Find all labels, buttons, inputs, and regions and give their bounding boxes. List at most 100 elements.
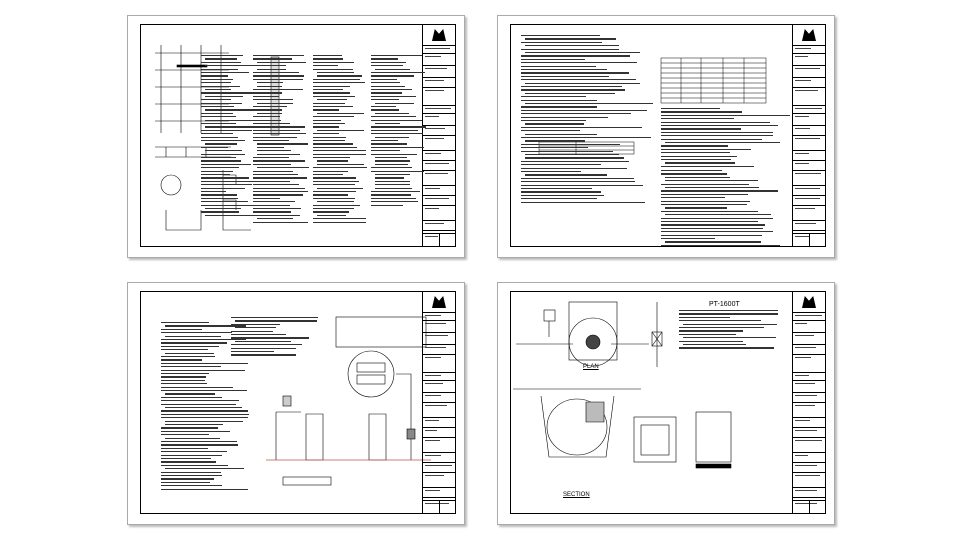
note-text-line xyxy=(661,244,780,247)
note-text-line xyxy=(375,112,409,115)
note-text-line xyxy=(201,129,253,132)
note-text-line xyxy=(161,458,211,460)
note-text-line xyxy=(661,152,731,154)
note-text-line xyxy=(313,170,349,172)
note-text-line xyxy=(313,126,339,128)
note-text-line xyxy=(165,424,223,426)
note-text-line xyxy=(161,359,202,361)
note-text-line xyxy=(313,153,367,155)
note-text-line xyxy=(521,79,637,81)
note-text-line xyxy=(201,99,232,101)
note-text-line xyxy=(313,184,356,186)
note-text-line xyxy=(205,126,258,128)
title-block-text xyxy=(795,198,820,199)
note-text-line xyxy=(313,109,339,111)
title-block-row xyxy=(423,452,455,453)
title-block-row xyxy=(793,392,825,393)
note-text-line xyxy=(201,177,249,179)
note-text-line xyxy=(679,316,731,319)
note-text-line xyxy=(205,119,254,121)
note-text-line xyxy=(371,72,426,74)
title-block-text xyxy=(795,236,809,237)
title-block-row xyxy=(423,344,455,345)
title-block-text xyxy=(795,323,808,324)
title-block-text xyxy=(425,236,439,237)
title-block-text xyxy=(795,395,818,396)
note-text-line xyxy=(257,153,300,155)
note-text-line xyxy=(521,201,646,203)
note-text-line xyxy=(257,150,291,152)
note-text-line xyxy=(375,163,408,166)
note-text-line xyxy=(313,65,339,67)
title-block-text xyxy=(425,56,442,57)
note-text-line xyxy=(371,75,415,77)
drawing-sheet-electrical-notes[interactable] xyxy=(127,282,465,525)
note-text-line xyxy=(201,157,236,159)
drawing-sheet-general-notes[interactable] xyxy=(127,15,465,258)
note-text-line xyxy=(521,120,587,122)
note-text-line xyxy=(525,45,620,47)
note-text-line xyxy=(253,214,300,217)
title-block-text xyxy=(795,128,811,129)
note-text-line xyxy=(661,200,751,202)
note-text-line xyxy=(679,313,778,315)
title-block-text xyxy=(425,430,438,431)
drawing-sheet-septic-tank-detail[interactable]: PT-1600T PLAN SECTION xyxy=(497,282,835,525)
note-text-line xyxy=(371,167,412,169)
note-text-line xyxy=(521,65,596,67)
note-text-line xyxy=(521,72,629,74)
title-block-text xyxy=(425,128,445,129)
note-text-line xyxy=(521,106,598,108)
note-text-line xyxy=(161,441,237,443)
note-text-line xyxy=(371,191,421,193)
note-text-line xyxy=(161,475,223,477)
note-text-line xyxy=(257,102,293,104)
note-text-line xyxy=(317,201,354,203)
title-block-row xyxy=(423,205,455,206)
note-text-line xyxy=(201,153,246,155)
note-text-line xyxy=(521,184,644,186)
note-text-line xyxy=(201,140,246,142)
note-text-line xyxy=(161,447,209,450)
note-text-line xyxy=(661,173,727,175)
note-text-line xyxy=(253,140,289,142)
note-text-line xyxy=(521,126,642,129)
title-block-row xyxy=(793,497,825,498)
note-text-line xyxy=(661,217,773,219)
note-text-line xyxy=(231,351,274,353)
note-text-line xyxy=(371,55,422,57)
note-text-line xyxy=(231,354,296,356)
note-text-line xyxy=(201,133,233,135)
note-text-line xyxy=(661,238,716,240)
note-text-line xyxy=(371,85,406,87)
note-text-line xyxy=(161,345,219,348)
note-text-line xyxy=(201,204,255,206)
title-block-text xyxy=(425,383,443,384)
title-block-row xyxy=(423,160,455,161)
note-text-line xyxy=(525,38,616,40)
title-block-row xyxy=(423,150,455,151)
note-text-line xyxy=(165,335,221,337)
note-text-line xyxy=(679,320,762,322)
note-text-line xyxy=(665,241,762,243)
note-text-line xyxy=(253,92,283,94)
note-text-line xyxy=(253,177,307,179)
title-block-row xyxy=(423,105,455,106)
title-block-row xyxy=(423,372,455,373)
note-text-line xyxy=(253,58,292,60)
note-text-line xyxy=(521,116,608,118)
title-block-row xyxy=(793,344,825,345)
note-text-line xyxy=(161,390,248,392)
title-block-text xyxy=(425,138,444,139)
drawing-sheet-sanitary-notes[interactable] xyxy=(497,15,835,258)
note-text-line xyxy=(161,413,250,416)
title-block-row xyxy=(423,472,455,473)
note-text-line xyxy=(253,184,299,186)
title-block-text xyxy=(425,153,441,154)
title-block-row xyxy=(423,65,455,66)
note-text-line xyxy=(317,214,347,217)
title-block-text xyxy=(795,173,821,174)
note-text-line xyxy=(375,177,405,179)
title-block-row xyxy=(793,135,825,136)
title-block-row xyxy=(423,77,455,78)
